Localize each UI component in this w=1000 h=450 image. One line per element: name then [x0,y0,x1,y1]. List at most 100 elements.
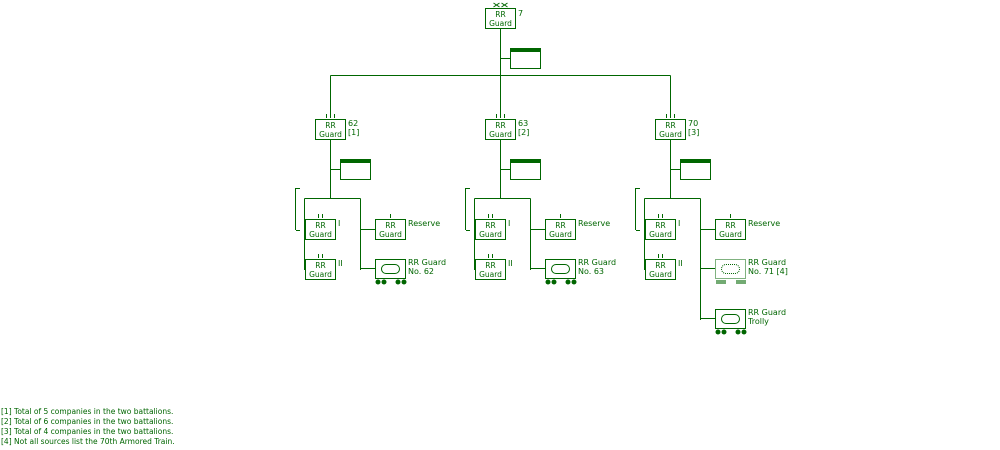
train-wheel [545,279,551,285]
regiment-hq-box [680,159,711,180]
train-label-line1: RR Guard [408,258,446,267]
regiment-note-ref: [3] [688,128,699,137]
train-frame [545,259,576,279]
footnote-2: [2] Total of 6 companies in the two batt… [1,417,174,426]
train-frame [375,259,406,279]
train-wheel [401,279,407,285]
unit-box [485,8,516,29]
unit-box [485,119,516,140]
train-wheels-right [736,280,746,284]
battalion-numeral: I [678,219,680,228]
unit-label-line1: RR [385,221,395,230]
train-oval [381,264,400,274]
battalion-numeral: II [678,259,683,268]
unit-label-line1: RR [655,221,665,230]
unit-label-line1: RR [325,121,335,130]
unit-label-line1: RR [315,221,325,230]
unit-box [655,119,686,140]
train-wheel [565,279,571,285]
hq-box-bar [510,159,541,163]
train-wheel [571,279,577,285]
unit-label-line1: RR [495,10,505,19]
hq-box-bar [510,48,541,52]
unit-box [715,219,746,240]
echelon-x [501,2,508,8]
regiment-group-63: RRGuard63[2]RRGuardIRRGuardIIRRGuardRese… [465,75,616,285]
unit-label-line1: RR [725,221,735,230]
train-label-line2: No. 63 [578,267,604,276]
unit-label-line1: RR [655,261,665,270]
unit-label-line1: RR [495,121,505,130]
reserve-label: Reserve [408,219,440,228]
unit-box [375,219,406,240]
unit-label-line1: RR [665,121,675,130]
battalion-numeral: II [338,259,343,268]
unit-label-line1: RR [315,261,325,270]
train-label-line2: No. 62 [408,267,434,276]
train-label-line1: RR Guard [748,258,786,267]
unit-label-line2: Guard [479,270,502,279]
unit-label-line1: RR [555,221,565,230]
regiment-note-ref: [1] [348,128,359,137]
unit-label-line2: Guard [379,230,402,239]
train-label-line2: No. 71 [4] [748,267,788,276]
armored-train-2 [715,309,747,335]
regiment-designation: 62 [348,119,358,128]
unit-box [545,219,576,240]
train-wheel [381,279,387,285]
unit-label-line2: Guard [309,230,332,239]
regiment-designation: 63 [518,119,528,128]
echelon-x [493,2,500,8]
unit-label-line2: Guard [489,19,512,28]
train-oval [721,264,740,274]
regiment-hq-box [510,159,541,180]
hq-box-bar [680,159,711,163]
unit-label-line2: Guard [489,130,512,139]
armored-train-1 [545,259,577,285]
train-wheel [721,329,727,335]
footnotes: [1] Total of 5 companies in the two batt… [1,407,175,447]
unit-box [645,259,676,280]
train-wheel [551,279,557,285]
footnote-4: [4] Not all sources list the 70th Armore… [1,437,175,446]
unit-label-line1: RR [485,221,495,230]
reserve-label: Reserve [578,219,610,228]
unit-label-line2: Guard [649,270,672,279]
reserve-label: Reserve [748,219,780,228]
regiment-hq-box [340,159,371,180]
unit-label-line2: Guard [479,230,502,239]
unit-box [315,119,346,140]
brigade-hq-box [510,48,541,69]
armored-train-1 [375,259,407,285]
train-frame [715,309,746,329]
unit-label-line1: RR [485,261,495,270]
train-wheel [735,329,741,335]
unit-box [305,219,336,240]
battalion-numeral: I [508,219,510,228]
train-frame [715,259,746,279]
train-label-line1: RR Guard [578,258,616,267]
train-label-line2: Trolly [747,317,769,326]
unit-label-line2: Guard [319,130,342,139]
footnote-3: [3] Total of 4 companies in the two batt… [1,427,174,436]
unit-box [475,259,506,280]
train-wheel [395,279,401,285]
armored-train-1 [715,259,746,284]
regiment-group-62: RRGuard62[1]RRGuardIRRGuardIIRRGuardRese… [295,75,446,285]
unit-label-line2: Guard [649,230,672,239]
footnote-1: [1] Total of 5 companies in the two batt… [1,407,174,416]
train-oval [551,264,570,274]
unit-label-line2: Guard [549,230,572,239]
unit-label-line2: Guard [719,230,742,239]
unit-box [645,219,676,240]
